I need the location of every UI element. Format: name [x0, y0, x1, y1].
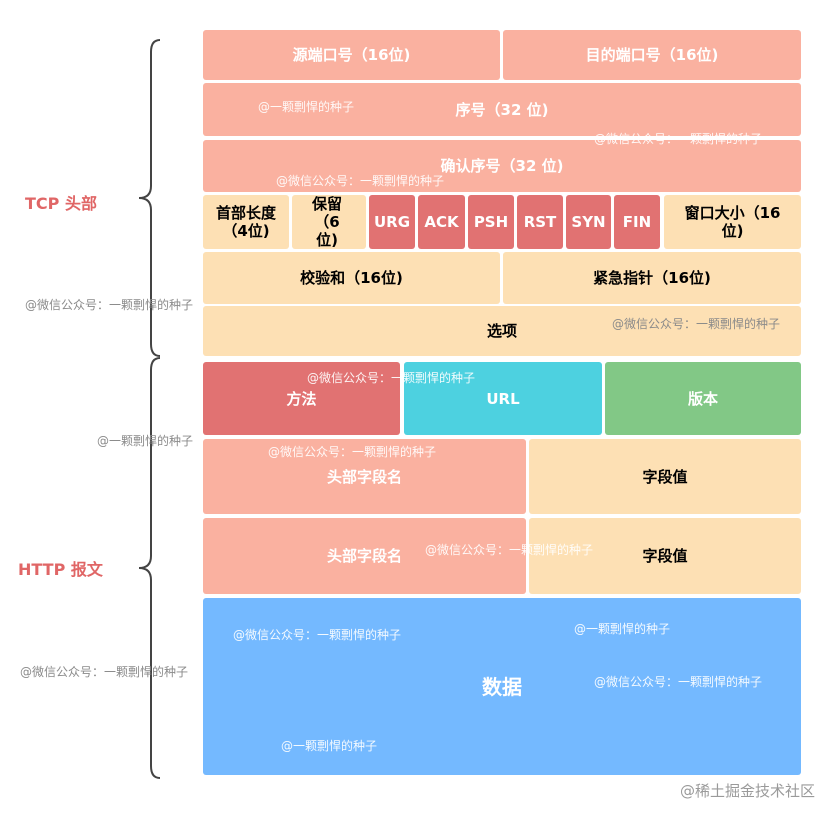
watermark-text: @一颗剽悍的种子 [258, 100, 355, 114]
watermark-text: @微信公众号：一颗剽悍的种子 [594, 675, 763, 689]
reserved-field: 保留（6位) [292, 195, 366, 249]
header-length-field: 首部长度（4位) [203, 195, 289, 249]
http-section-label: HTTP 报文 [18, 560, 103, 579]
watermark-text: @微信公众号：一颗剽悍的种子 [425, 543, 594, 557]
watermark-text: @微信公众号：一颗剽悍的种子 [594, 132, 763, 146]
http-method-field: 方法 [203, 362, 400, 435]
footer-credit: @稀土掘金技术社区 [679, 782, 815, 800]
flag-ack: ACK [418, 195, 465, 249]
watermark-text: @一颗剽悍的种子 [574, 622, 671, 636]
flag-fin: FIN [614, 195, 660, 249]
watermark-text: @微信公众号：一颗剽悍的种子 [25, 298, 194, 312]
header-value-field-2: 字段值 [529, 518, 801, 594]
tcp-brace [138, 39, 161, 357]
watermark-text: @微信公众号：一颗剽悍的种子 [233, 628, 402, 642]
ack-number-field: 确认序号（32 位) [203, 140, 801, 192]
flag-rst: RST [517, 195, 563, 249]
dest-port-field: 目的端口号（16位) [503, 30, 801, 80]
watermark-text: @微信公众号：一颗剽悍的种子 [20, 665, 189, 679]
http-data-body: 数据 [203, 598, 801, 775]
checksum-field: 校验和（16位) [203, 252, 500, 304]
http-url-field: URL [404, 362, 602, 435]
options-field: 选项 [203, 306, 801, 356]
source-port-field: 源端口号（16位) [203, 30, 500, 80]
watermark-text: @一颗剽悍的种子 [97, 434, 194, 448]
header-value-field-1: 字段值 [529, 439, 801, 514]
http-brace [138, 357, 161, 779]
http-version-field: 版本 [605, 362, 801, 435]
flag-urg: URG [369, 195, 415, 249]
urgent-pointer-field: 紧急指针（16位) [503, 252, 801, 304]
watermark-text: @微信公众号：一颗剽悍的种子 [307, 371, 476, 385]
header-name-field-1: 头部字段名 [203, 439, 526, 514]
window-size-field: 窗口大小（16位) [664, 195, 801, 249]
watermark-text: @微信公众号：一颗剽悍的种子 [612, 317, 781, 331]
watermark-text: @微信公众号：一颗剽悍的种子 [268, 445, 437, 459]
watermark-text: @一颗剽悍的种子 [281, 739, 378, 753]
brace-graphics [138, 39, 161, 779]
header-name-field-2: 头部字段名 [203, 518, 526, 594]
flag-syn: SYN [566, 195, 611, 249]
flag-psh: PSH [468, 195, 514, 249]
tcp-section-label: TCP 头部 [25, 194, 97, 213]
watermark-text: @微信公众号：一颗剽悍的种子 [276, 174, 445, 188]
sequence-number-field: 序号（32 位) [203, 83, 801, 136]
